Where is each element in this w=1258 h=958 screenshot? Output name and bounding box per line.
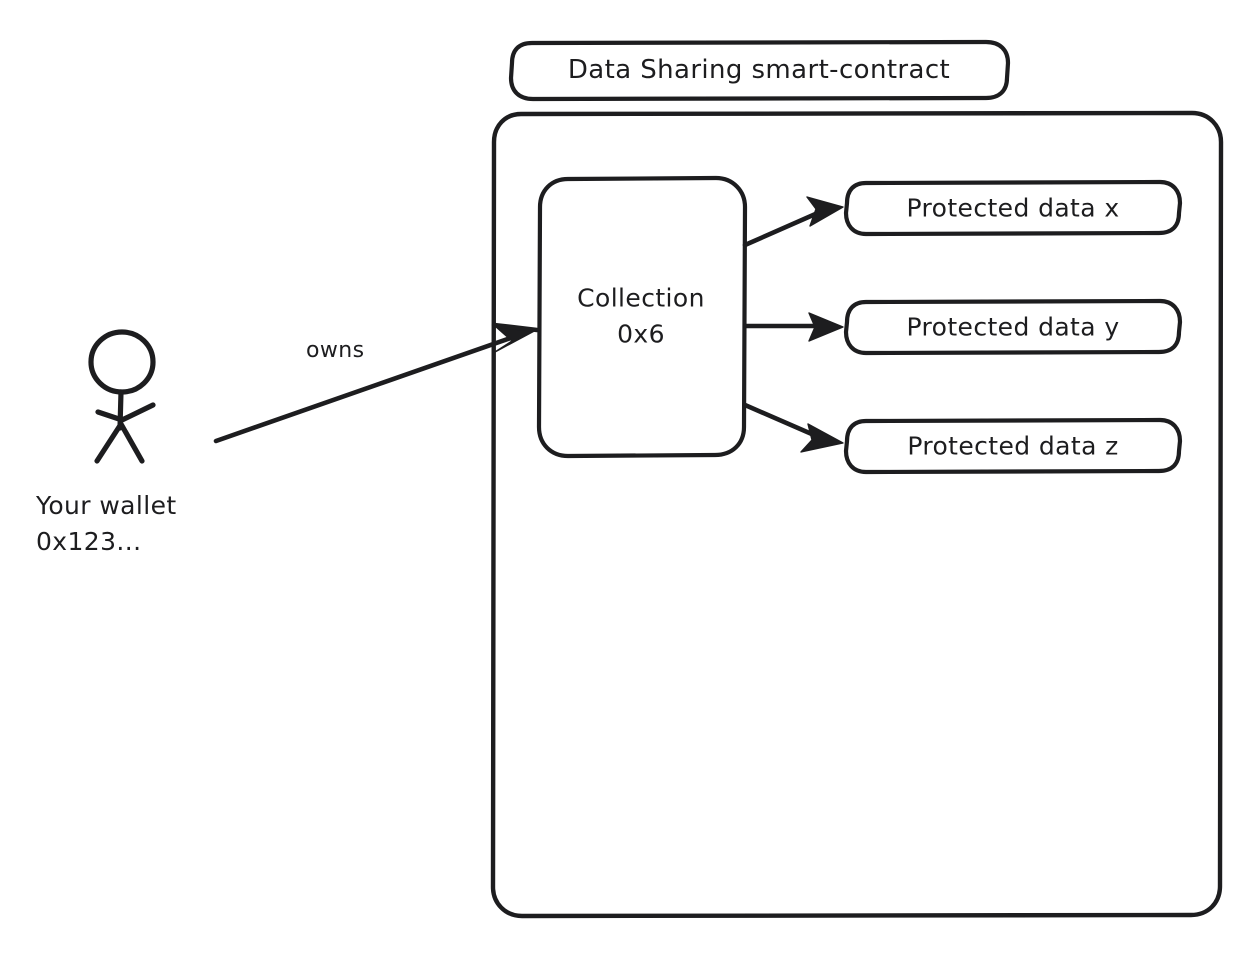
collection-label-line1: Collection [577, 283, 705, 313]
protected-data-z-box-shape [843, 417, 1183, 475]
protected-data-y-box-shape [843, 298, 1183, 356]
wallet-label-line1: Your wallet [36, 491, 177, 520]
title-box-shape [508, 39, 1011, 102]
owns-arrow-head-tail-icon [491, 322, 540, 333]
collection-to-y-arrow-head-icon [808, 312, 844, 342]
protected-data-x-label: Protected data x [906, 193, 1120, 223]
wallet-label-line2: 0x123... [36, 526, 142, 556]
collection-to-z-arrow-head-icon [800, 423, 844, 453]
protected-data-x-box-shape [843, 179, 1183, 237]
wallet-actor-label: Your wallet 0x123... [36, 488, 177, 559]
actor-arms-icon [95, 402, 156, 423]
owns-relation-label: owns [306, 338, 365, 363]
owns-arrow-line [213, 330, 528, 444]
actor-legs-icon [94, 421, 145, 464]
collection-label-line2: 0x6 [617, 319, 665, 348]
collection-to-x-arrow-head-icon [806, 196, 844, 227]
smart-contract-title: Data Sharing smart-contract [567, 55, 951, 85]
actor-head-icon [88, 329, 156, 395]
collection-node-label: Collection 0x6 [577, 281, 705, 352]
collection-to-z-arrow-line [742, 402, 817, 438]
collection-box-shape [536, 175, 748, 459]
protected-data-z-label: Protected data z [907, 431, 1119, 461]
collection-to-x-arrow-line [742, 209, 823, 248]
protected-data-y-label: Protected data y [906, 312, 1120, 342]
